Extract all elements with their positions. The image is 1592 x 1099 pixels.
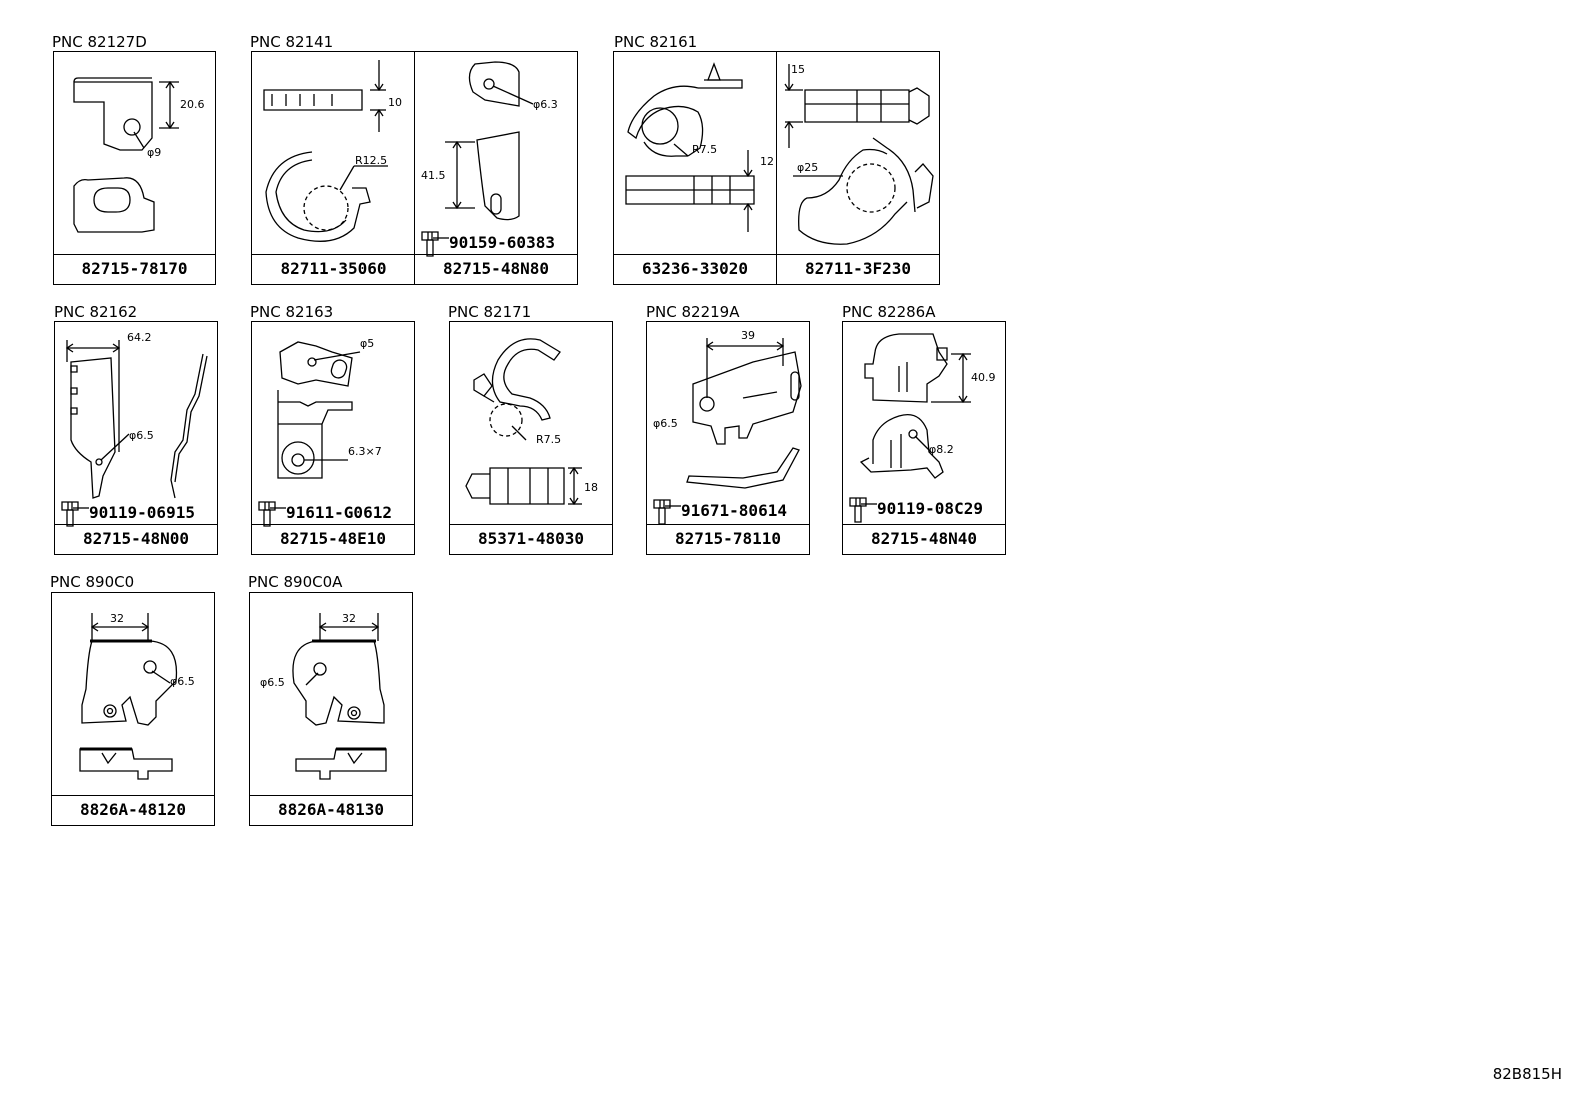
dim-label: 40.9 (971, 371, 996, 384)
pnc-label: PNC 82219A (646, 303, 740, 321)
pnc-label: PNC 82162 (54, 303, 138, 321)
dim-label: 6.3×7 (348, 445, 382, 458)
part-number[interactable]: 63236-33020 (614, 254, 776, 284)
part-box-8826a-48130[interactable]: 32 φ6.5 8826A-48130 (249, 592, 413, 826)
dim-label: φ25 (797, 161, 819, 174)
dim-label: 12 (760, 155, 774, 168)
dim-label: φ8.2 (929, 443, 954, 456)
dim-label: φ6.5 (129, 429, 154, 442)
bracket-illustration (52, 593, 216, 798)
part-number[interactable]: 8826A-48120 (52, 795, 214, 825)
dim-label: 18 (584, 481, 598, 494)
part-box-82711-35060[interactable]: 10 R12.5 82711-35060 (251, 51, 416, 285)
clamp-illustration (614, 52, 778, 257)
part-number[interactable]: 82715-48N00 (55, 524, 217, 554)
bracket-illustration (55, 322, 219, 527)
part-box-8826a-48120[interactable]: 32 φ6.5 8826A-48120 (51, 592, 215, 826)
dim-label: R7.5 (692, 143, 718, 156)
pnc-label: PNC 82127D (52, 33, 147, 51)
pnc-label: PNC 82161 (614, 33, 698, 51)
dim-label: 20.6 (180, 98, 205, 111)
bolt-part-number[interactable]: 91671-80614 (681, 501, 787, 520)
bolt-icon (419, 230, 449, 258)
pnc-label: PNC 82141 (250, 33, 334, 51)
dim-label: 15 (791, 63, 805, 76)
dim-label: 32 (342, 612, 356, 625)
bolt-part-number[interactable]: 90119-08C29 (877, 499, 983, 518)
bracket-illustration (54, 52, 217, 257)
bolt-icon (651, 498, 681, 526)
pnc-label: PNC 82286A (842, 303, 936, 321)
pnc-label: PNC 890C0A (248, 573, 343, 591)
dim-label: 39 (741, 329, 755, 342)
part-number[interactable]: 8826A-48130 (250, 795, 412, 825)
bolt-icon (59, 500, 89, 528)
bolt-part-number[interactable]: 90119-06915 (89, 503, 195, 522)
bracket-illustration (250, 593, 414, 798)
part-number[interactable]: 82715-48N40 (843, 524, 1005, 554)
bracket-illustration (647, 322, 811, 527)
part-box-82715-48n80[interactable]: φ6.3 41.5 90159-60383 82715-48N80 (414, 51, 578, 285)
bracket-illustration (415, 52, 579, 257)
dim-label: φ9 (147, 146, 162, 159)
bracket-illustration (843, 322, 1007, 527)
dim-label: 64.2 (127, 331, 152, 344)
part-number[interactable]: 85371-48030 (450, 524, 612, 554)
bolt-icon (256, 500, 286, 528)
part-box-82715-78110[interactable]: 39 φ6.5 91671-80614 82715-78110 (646, 321, 810, 555)
dim-label: 41.5 (421, 169, 446, 182)
dim-label: R7.5 (536, 433, 562, 446)
clamp-illustration (777, 52, 941, 257)
dim-label: φ5 (360, 337, 375, 350)
part-number[interactable]: 82711-3F230 (777, 254, 939, 284)
bolt-part-number[interactable]: 90159-60383 (449, 233, 555, 252)
dim-label: φ6.5 (260, 676, 285, 689)
dim-label: φ6.3 (533, 98, 558, 111)
dim-label: 32 (110, 612, 124, 625)
part-number[interactable]: 82715-78170 (54, 254, 215, 284)
bolt-part-number[interactable]: 91611-G0612 (286, 503, 392, 522)
pnc-label: PNC 82171 (448, 303, 532, 321)
bracket-illustration (252, 322, 416, 527)
dim-label: 10 (388, 96, 402, 109)
part-box-82715-48n40[interactable]: 40.9 φ8.2 90119-08C29 82715-48N40 (842, 321, 1006, 555)
dim-label: φ6.5 (170, 675, 195, 688)
part-box-82715-78170[interactable]: 20.6 φ9 82715-78170 (53, 51, 216, 285)
part-box-82715-48e10[interactable]: φ5 6.3×7 91611-G0612 82715-48E10 (251, 321, 415, 555)
illustration-code: 82B815H (1492, 1065, 1562, 1083)
part-number[interactable]: 82711-35060 (252, 254, 415, 284)
part-number[interactable]: 82715-78110 (647, 524, 809, 554)
clamp-illustration (252, 52, 417, 257)
clip-illustration (450, 322, 614, 527)
part-box-85371-48030[interactable]: R7.5 18 85371-48030 (449, 321, 613, 555)
dim-label: R12.5 (355, 154, 388, 167)
part-number[interactable]: 82715-48N80 (415, 254, 577, 284)
part-box-63236-33020[interactable]: R7.5 12 63236-33020 (613, 51, 777, 285)
dim-label: φ6.5 (653, 417, 678, 430)
part-box-82711-3f230[interactable]: 15 φ25 82711-3F230 (776, 51, 940, 285)
pnc-label: PNC 82163 (250, 303, 334, 321)
part-box-82715-48n00[interactable]: 64.2 φ6.5 90119-06915 82715-48N00 (54, 321, 218, 555)
pnc-label: PNC 890C0 (50, 573, 135, 591)
part-number[interactable]: 82715-48E10 (252, 524, 414, 554)
bolt-icon (847, 496, 877, 524)
